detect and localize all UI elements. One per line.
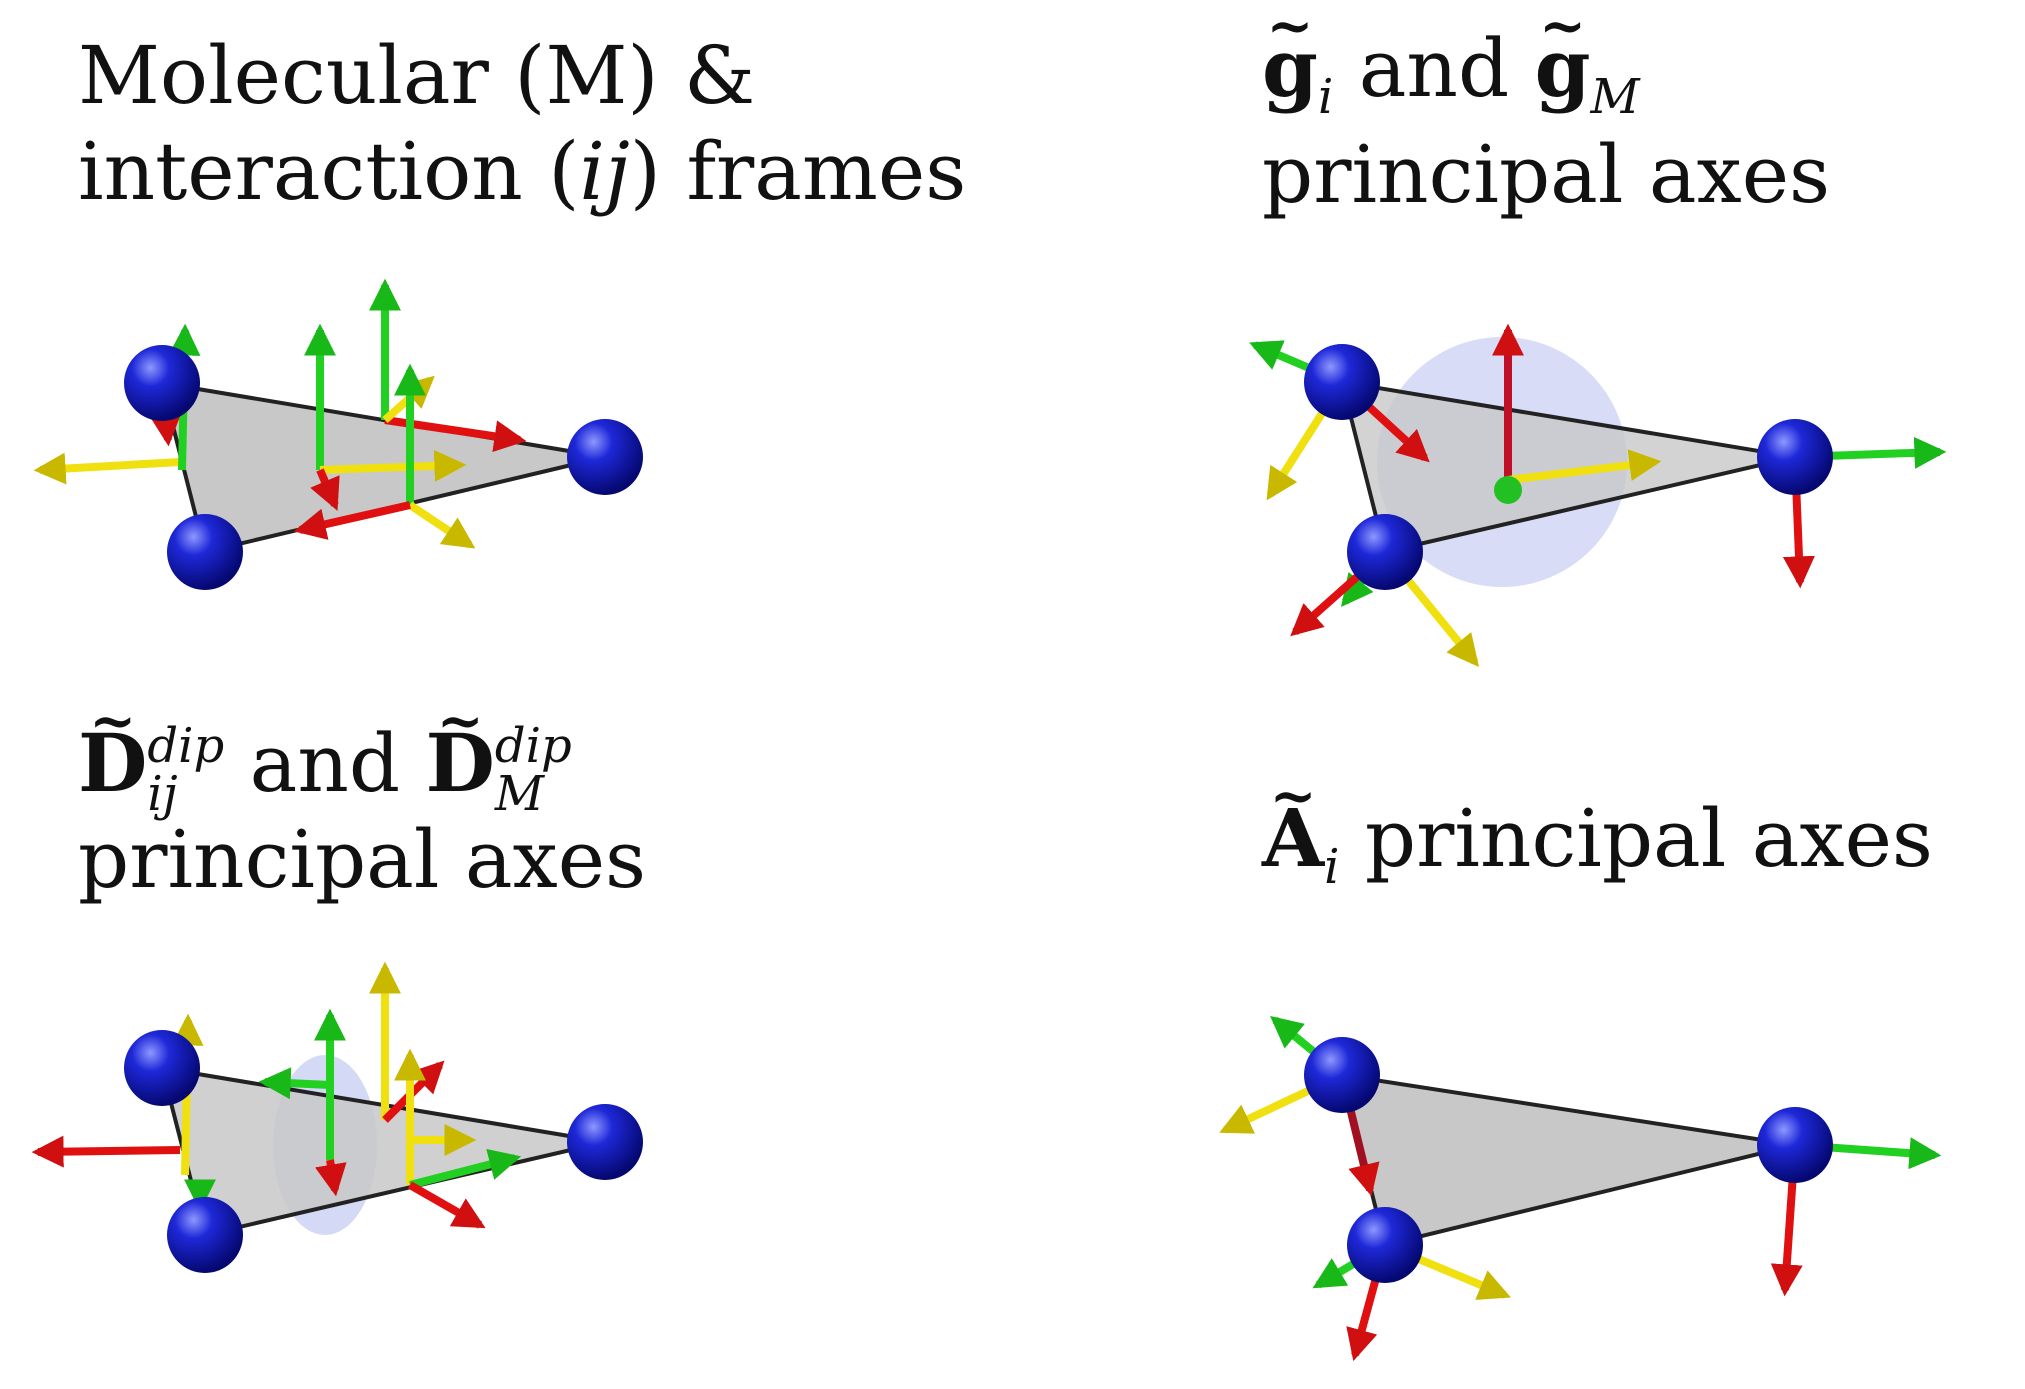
red-axis — [408, 1181, 486, 1229]
g-axes-molecule — [1249, 323, 1947, 667]
atom — [1304, 344, 1380, 420]
yellow-axis — [407, 501, 476, 549]
yellow-axis — [319, 449, 467, 482]
red-axis — [310, 468, 340, 511]
atom — [567, 419, 643, 495]
atom — [1347, 514, 1423, 590]
yellow-axis — [1507, 449, 1662, 484]
green-axis — [409, 1148, 522, 1189]
g-axes-title-line1: gi and gM — [1262, 20, 1830, 127]
atom — [1304, 1037, 1380, 1113]
red-axis — [315, 1159, 347, 1197]
d-axes-title-line2: principal axes — [78, 813, 647, 906]
red-axis — [293, 501, 411, 540]
frames-title: Molecular (M) & interaction (ij) frames — [78, 28, 966, 220]
g-center-marker — [1494, 476, 1522, 504]
green-axis — [258, 1067, 331, 1100]
atom — [167, 1197, 243, 1273]
red-axis — [31, 1135, 181, 1168]
frames-title-line1: Molecular (M) & — [78, 29, 756, 122]
molecule-plane — [1339, 379, 1796, 555]
atom — [124, 345, 200, 421]
frames-title-line2: interaction (ij) frames — [78, 125, 967, 218]
yellow-axis — [33, 452, 181, 485]
atom — [1757, 419, 1833, 495]
atom — [567, 1104, 643, 1180]
atom — [124, 1030, 200, 1106]
atom — [1347, 1207, 1423, 1283]
d-axes-molecule — [31, 961, 643, 1273]
g-axes-title-line2: principal axes — [1262, 127, 1831, 221]
frames-molecule — [33, 278, 643, 590]
a-axes-molecule — [1219, 1015, 1942, 1362]
a-axes-title: Ai principal axes — [1262, 790, 1933, 897]
g-axes-title: gi and gM principal axes — [1262, 20, 1830, 223]
atom — [167, 514, 243, 590]
atom — [1757, 1107, 1833, 1183]
